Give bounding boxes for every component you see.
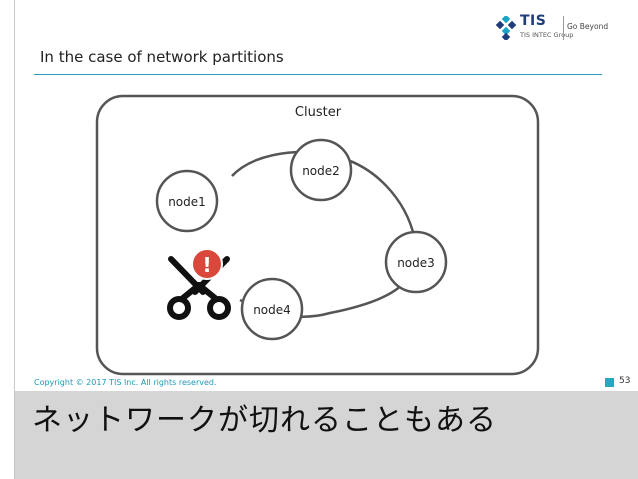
- node-node2[interactable]: node2: [289, 138, 353, 202]
- node-node1[interactable]: node1: [155, 169, 219, 233]
- node-node4[interactable]: node4: [240, 277, 304, 341]
- logo-group-name: TIS INTEC Group: [520, 31, 574, 39]
- page-number: 53: [619, 376, 631, 386]
- caption-band: [15, 391, 638, 479]
- node-label: node1: [168, 195, 206, 209]
- logo-brand: TIS: [520, 13, 547, 29]
- slide-caption: ネットワークが切れることもある: [32, 403, 497, 438]
- tis-logo-mark-icon: [495, 16, 517, 40]
- page-number-marker: [605, 378, 614, 387]
- company-logo: TIS TIS INTEC Group Go Beyond: [494, 12, 609, 46]
- logo-separator: [563, 16, 564, 40]
- slide-subtitle: In the case of network partitions: [40, 48, 284, 66]
- subtitle-underline: [34, 74, 602, 75]
- node-label: node3: [397, 256, 435, 270]
- node-label: node2: [302, 164, 340, 178]
- node-node3[interactable]: node3: [384, 230, 448, 294]
- logo-tagline: Go Beyond: [567, 22, 609, 31]
- footer-copyright: Copyright © 2017 TIS Inc. All rights res…: [34, 378, 217, 387]
- cluster-box: [95, 94, 540, 376]
- warning-badge-text: !: [202, 253, 211, 277]
- cluster-label: Cluster: [295, 105, 342, 120]
- node-label: node4: [253, 303, 291, 317]
- left-border-line: [14, 0, 15, 479]
- warning-icon: !: [191, 248, 223, 280]
